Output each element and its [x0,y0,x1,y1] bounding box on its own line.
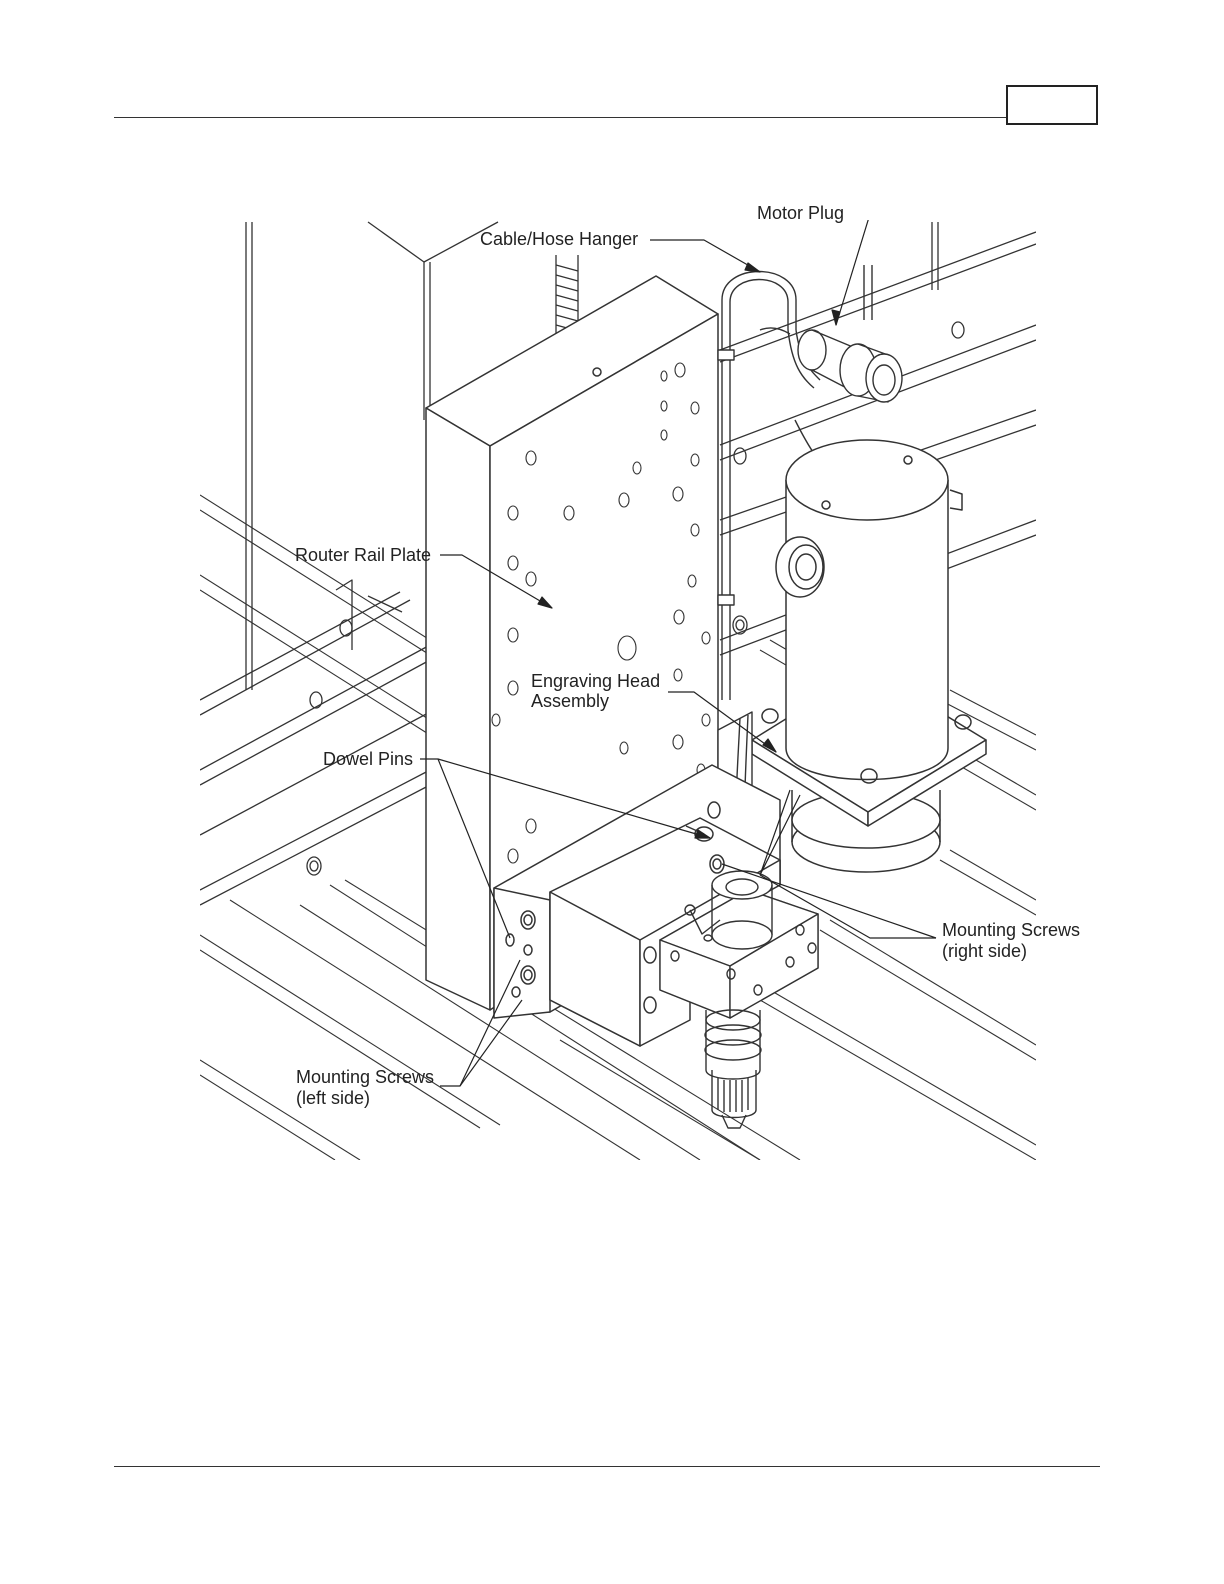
engraving-head-label-line2: Assembly [531,691,609,712]
router-rail-plate-label: Router Rail Plate [295,545,431,566]
dowel-pins-label: Dowel Pins [323,749,413,770]
mounting-screws-left-label-line2: (left side) [296,1088,370,1109]
spindle-motor [752,440,986,872]
mounting-screws-right-label-line1: Mounting Screws [942,920,1080,941]
mounting-screws-right-label-line2: (right side) [942,941,1027,962]
front-rail [200,580,430,905]
motor-plug-label: Motor Plug [757,203,844,224]
engraving-head-label-line1: Engraving Head [531,671,660,692]
cable-hose-hanger-label: Cable/Hose Hanger [480,229,638,250]
motor-plug [798,330,902,402]
mounting-screws-left-label-line1: Mounting Screws [296,1067,434,1088]
